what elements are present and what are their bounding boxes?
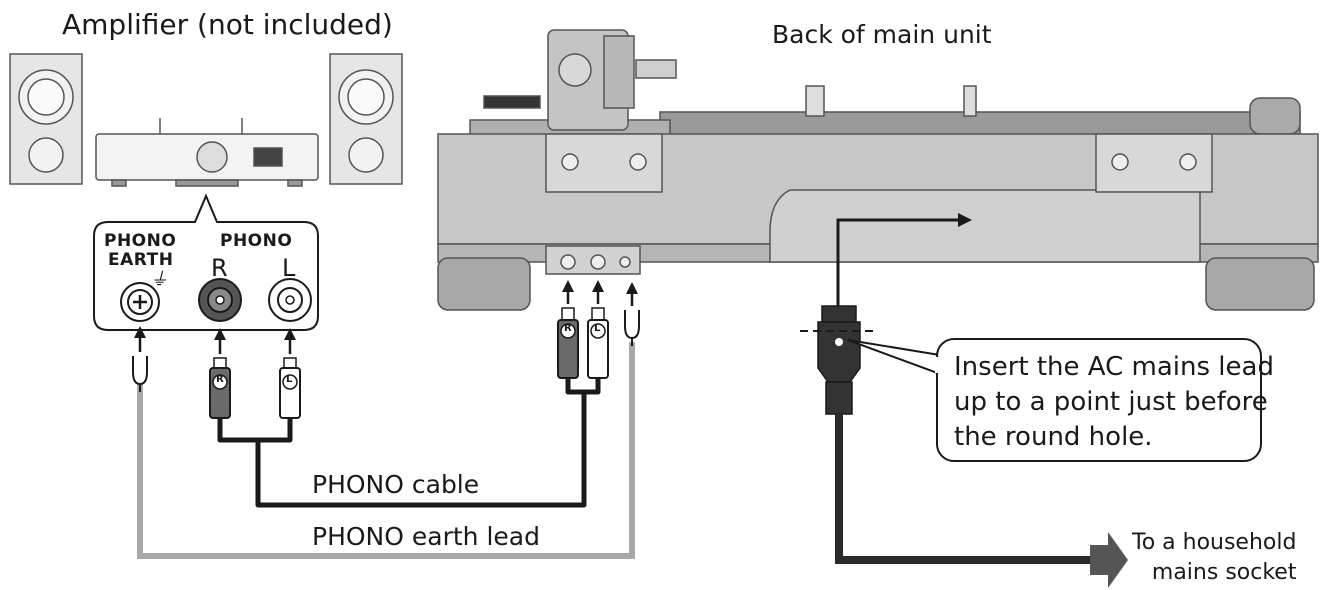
mains-lead-path [835,414,1090,564]
socket-line-2: mains socket [1151,560,1297,585]
callout-pointer [847,339,948,376]
phono-cable-path [217,378,601,508]
amplifier-title: Amplifier (not included) [62,8,393,41]
phono-cable-label: PHONO cable [312,470,480,499]
plug-l-turntable-letter: L [594,323,601,334]
callout-line-3: the round hole. [954,422,1153,452]
socket-arrow [1090,532,1128,588]
plug-r-turntable-letter: R [564,323,572,334]
socket-label: To a household mains socket [1132,528,1296,588]
earth-terminal [120,282,160,322]
turntable-illustration [437,29,1319,311]
l-label: L [282,254,296,282]
plug-r-amp-letter: R [216,374,224,385]
earth-lead-path [137,342,635,559]
callout-line-1: Insert the AC mains lead [954,352,1274,382]
insert-arrows [134,280,638,354]
ground-symbol-icon: ⏚ [150,269,168,290]
plug-r-amp [209,357,231,419]
callout-box [936,338,1262,462]
plug-l-amp-letter: L [286,374,293,385]
earth-spade-left [132,356,148,392]
r-label: R [211,254,228,282]
plug-l-amp [279,357,301,419]
socket-line-1: To a household [1132,530,1297,555]
ac-mains-plug [800,305,878,415]
ac-inlet-arrow [958,213,972,227]
phono-r-jack [198,278,242,322]
phono-earth-label-1: PHONO [104,231,177,251]
main-unit-title: Back of main unit [772,20,992,49]
ac-inlet-pointer [836,218,962,306]
phono-earth-label-2: EARTH [108,250,174,270]
amplifier-illustration [9,53,403,187]
callout-text: Insert the AC mains lead up to a point j… [954,350,1274,455]
phono-label: PHONO [220,231,293,251]
plug-l-turntable [587,307,609,379]
callout-line-2: up to a point just before [954,387,1268,417]
phono-l-jack [268,278,312,322]
plug-r-turntable [557,307,579,379]
earth-lead-label: PHONO earth lead [312,522,540,551]
earth-spade-right [624,310,640,346]
